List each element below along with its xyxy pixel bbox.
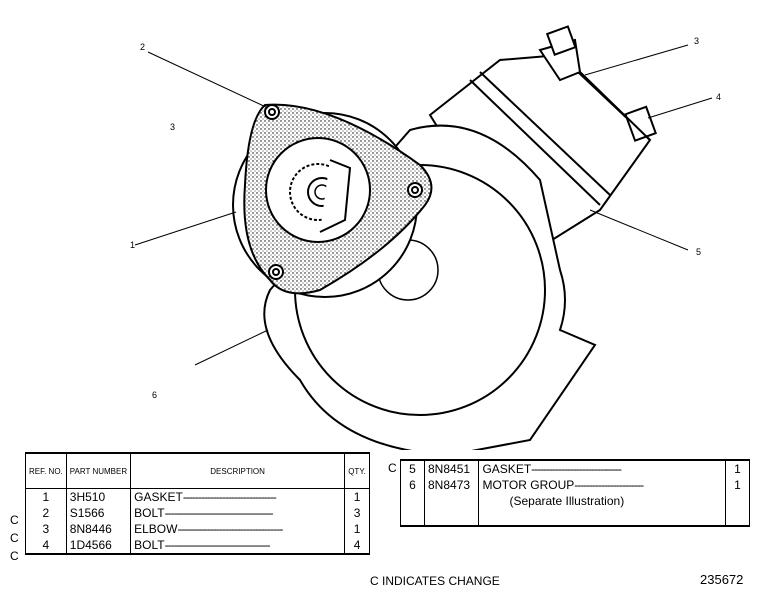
table-row: (Separate Illustration) — [400, 493, 751, 509]
leader-lines — [134, 44, 713, 366]
ref-no: 5 — [400, 460, 425, 477]
table-row: 4 1D4566 BOLT---------------------------… — [25, 537, 370, 554]
part-number: 8N8451 — [423, 460, 480, 477]
callout-3-left: 3 — [170, 122, 175, 132]
header-qty: QTY. — [344, 453, 370, 489]
elbow-flange — [243, 103, 433, 295]
exploded-view-drawing: 1 2 3 3 4 5 6 — [130, 25, 721, 450]
description-text: ELBOW — [134, 522, 178, 536]
callout-4: 4 — [716, 92, 721, 102]
separate-illustration-note: (Separate Illustration) — [478, 493, 726, 509]
table-row — [400, 509, 751, 526]
part-number: S1566 — [65, 505, 132, 521]
quantity: 1 — [724, 460, 751, 477]
part-number — [423, 509, 480, 526]
ref-no — [400, 509, 425, 526]
figure-number: 235672 — [700, 572, 744, 587]
ref-no: 1 — [25, 488, 67, 505]
change-marker: C — [10, 513, 19, 527]
header-part-number: PART NUMBER — [65, 453, 132, 489]
ref-no — [400, 493, 425, 509]
description-text: BOLT — [134, 506, 165, 520]
description: MOTOR GROUP----------------------- — [478, 477, 726, 493]
leader-dashes: ----------------------------------- — [164, 538, 271, 552]
bolt-heads — [264, 104, 423, 280]
callout-6: 6 — [152, 390, 157, 400]
table-row: 3 8N8446 ELBOW--------------------------… — [25, 521, 370, 537]
description: BOLT----------------------------------- — [130, 537, 346, 554]
leader-dashes: ----------------------- — [574, 478, 644, 492]
change-marker: C — [10, 531, 19, 545]
motor-body — [428, 25, 658, 262]
quantity: 1 — [724, 477, 751, 493]
quantity: 4 — [344, 537, 370, 554]
callout-1: 1 — [130, 240, 135, 250]
header-ref-no: REF. NO. — [25, 453, 67, 489]
ref-no: 4 — [25, 537, 67, 554]
change-marker: C — [388, 461, 397, 475]
part-number: 8N8473 — [423, 477, 480, 493]
description-text: BOLT — [134, 538, 165, 552]
header-description: DESCRIPTION — [130, 453, 346, 489]
part-number: 8N8446 — [65, 521, 132, 537]
table-row: 1 3H510 GASKET--------------------------… — [25, 488, 370, 505]
callout-2: 2 — [140, 42, 145, 52]
ref-no: 3 — [25, 521, 67, 537]
quantity: 3 — [344, 505, 370, 521]
quantity: 1 — [344, 488, 370, 505]
callout-3-right: 3 — [694, 36, 699, 46]
table-header-row: REF. NO. PART NUMBER DESCRIPTION QTY. — [25, 453, 370, 489]
parts-table-left: REF. NO. PART NUMBER DESCRIPTION QTY. 1 … — [25, 452, 370, 555]
leader-dashes: ------------------------------- — [182, 490, 277, 504]
description-text: GASKET — [134, 490, 183, 504]
leader-dashes: ------------------------------ — [531, 462, 622, 476]
quantity — [724, 493, 751, 509]
leader-dashes: ----------------------------------- — [177, 522, 283, 536]
part-number — [423, 493, 480, 509]
description: GASKET------------------------------ — [478, 460, 726, 477]
description: ELBOW----------------------------------- — [130, 521, 346, 537]
part-number: 3H510 — [65, 488, 132, 505]
change-marker: C — [10, 549, 19, 563]
description: BOLT------------------------------------ — [130, 505, 346, 521]
ref-no: 6 — [400, 477, 425, 493]
table-row: 5 8N8451 GASKET-------------------------… — [400, 460, 751, 477]
callout-5: 5 — [696, 247, 701, 257]
leader-dashes: ------------------------------------ — [164, 506, 274, 520]
table-row: 2 S1566 BOLT----------------------------… — [25, 505, 370, 521]
description-text: GASKET — [482, 462, 532, 476]
description-text: MOTOR GROUP — [482, 478, 575, 492]
description — [478, 509, 726, 526]
description: GASKET------------------------------- — [130, 488, 346, 505]
quantity — [724, 509, 751, 526]
part-number: 1D4566 — [65, 537, 132, 554]
ref-no: 2 — [25, 505, 67, 521]
table-row: 6 8N8473 MOTOR GROUP--------------------… — [400, 477, 751, 493]
change-note: C INDICATES CHANGE — [370, 574, 500, 588]
quantity: 1 — [344, 521, 370, 537]
parts-table-right: 5 8N8451 GASKET-------------------------… — [400, 459, 751, 527]
